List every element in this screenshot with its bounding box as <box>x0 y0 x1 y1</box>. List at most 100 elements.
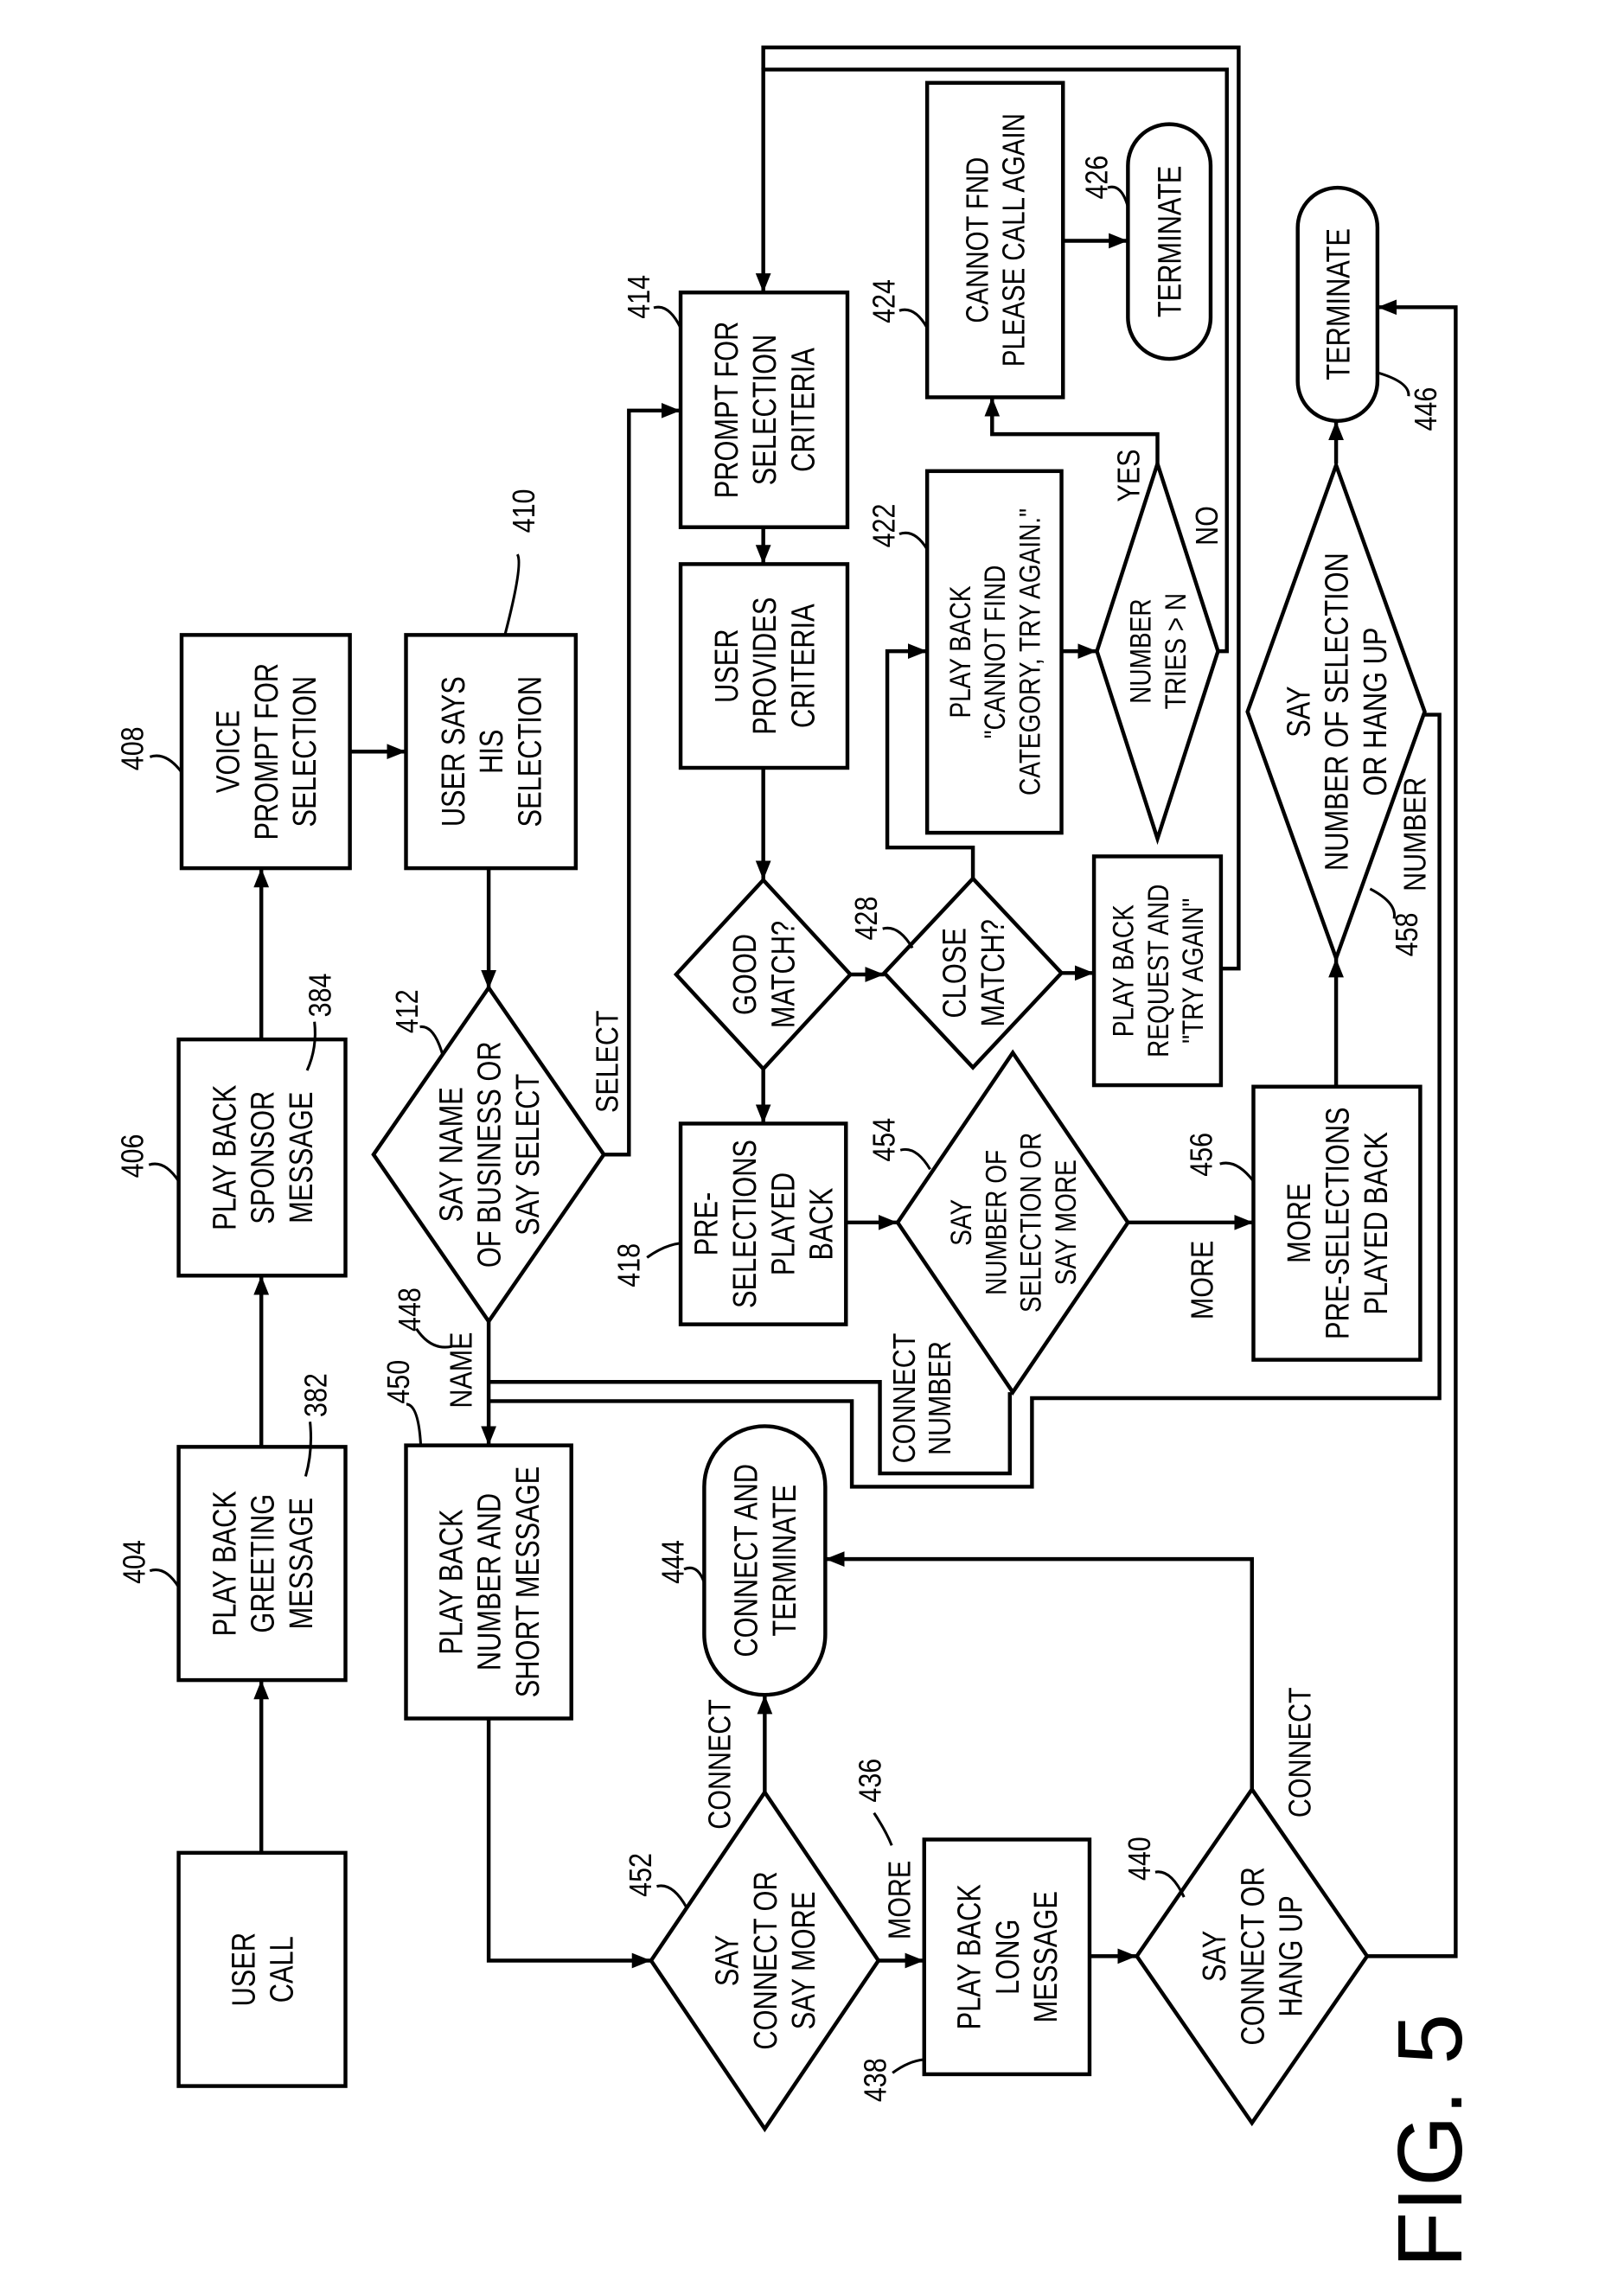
edge-label-name: NAME <box>444 1332 479 1409</box>
edge-label-yes: YES <box>1112 449 1147 501</box>
n428-decision-text-line: MATCH? <box>975 919 1012 1026</box>
n408-process-text-line: PROMPT FOR <box>249 663 285 840</box>
edge-label-more-454: MORE <box>1186 1241 1220 1319</box>
n458-decision-text-line: NUMBER OF SELECTION <box>1320 553 1356 871</box>
reference-number: 424 <box>867 279 902 323</box>
n452-decision-text-line: SAY MORE <box>786 1892 822 2030</box>
sub-reference-number: 382 <box>299 1373 334 1417</box>
n452-decision-text-line: CONNECT OR <box>748 1871 784 2049</box>
n450-process-text-line: PLAY BACK <box>434 1509 470 1654</box>
reference-leader <box>883 928 912 948</box>
request-process-text-line: "TRY AGAIN" <box>1176 898 1209 1044</box>
request-process-text-line: REQUEST AND <box>1141 885 1174 1057</box>
edge-label-select-line: SELECT <box>591 1010 625 1113</box>
n422-process-text-line: "CANNOT FIND <box>979 565 1012 739</box>
n424-process-text-line: CANNOT FND <box>960 157 994 323</box>
n412-decision-text-line: OF BUSINESS OR <box>472 1041 508 1268</box>
reference-leader <box>150 1570 178 1587</box>
n428-decision-text-line: CLOSE <box>937 928 974 1018</box>
edge-label-more-ref: 436 <box>854 1759 888 1803</box>
reference-number: 450 <box>382 1360 417 1404</box>
reference-leader <box>900 1149 930 1169</box>
n406-process-text-line: MESSAGE <box>284 1092 320 1223</box>
reference-leader <box>1220 1163 1254 1181</box>
edge-label-connect-440-line: CONNECT <box>1283 1687 1318 1817</box>
figure-label: FIG. 5 <box>1379 2014 1481 2268</box>
n454-decision-text-line: SAY MORE <box>1049 1159 1082 1285</box>
n414-process-text-line: SELECTION <box>747 335 783 485</box>
reference-number: 418 <box>612 1243 647 1287</box>
n404-process-text-line: PLAY BACK <box>208 1491 244 1636</box>
reference-number: 404 <box>118 1540 152 1584</box>
n424-process-box <box>927 83 1063 398</box>
reference-number: 422 <box>867 504 902 548</box>
n410-process-text-line: USER SAYS <box>436 676 472 827</box>
reference-number: 426 <box>1080 156 1115 200</box>
user-call-process-text-line: CALL <box>265 1936 301 2003</box>
edge-label-connect-number: CONNECTNUMBER <box>888 1333 958 1464</box>
n412-decision-text-line: SAY NAME <box>434 1087 470 1222</box>
edge-label-more-ref-line: 436 <box>854 1759 888 1803</box>
edge-label-more-452: MORE <box>883 1861 917 1939</box>
tries-decision-text-line: NUMBER <box>1124 598 1157 703</box>
n440-decision-text-line: CONNECT OR <box>1235 1867 1271 2045</box>
n406-process-text-line: SPONSOR <box>246 1091 282 1224</box>
n410-process-text-line: HIS <box>474 730 510 774</box>
good-decision-text-line: MATCH? <box>766 921 802 1028</box>
user-call-process-text-line: USER <box>227 1932 263 2007</box>
n454-decision-text-line: SAY <box>944 1199 977 1246</box>
n418-process-text-line: SELECTIONS <box>727 1140 764 1308</box>
n406-process-text-line: PLAY BACK <box>208 1085 244 1230</box>
edge-label-connect-number-line: CONNECT <box>888 1333 923 1464</box>
request-process-text-line: PLAY BACK <box>1107 904 1140 1037</box>
n440-decision-text-line: SAY <box>1197 1931 1233 1982</box>
n438-process-text-line: LONG <box>990 1920 1026 1995</box>
edge-label-connect-number-line: NUMBER <box>924 1341 958 1455</box>
reference-leader <box>647 1243 681 1258</box>
request-process-text: PLAY BACKREQUEST AND"TRY AGAIN" <box>1107 885 1210 1057</box>
edge-label-number-458: NUMBER <box>1398 777 1433 891</box>
n456-process-text-line: PRE-SELECTIONS <box>1320 1107 1357 1339</box>
n422-process-text-line: CATEGORY, TRY AGAIN." <box>1013 508 1046 795</box>
n446-terminator-text: TERMINATE <box>1320 228 1357 380</box>
edge-label-no-line: NO <box>1191 506 1225 546</box>
n438-process-text-line: MESSAGE <box>1028 1891 1065 2022</box>
n456-process-text-line: PLAYED BACK <box>1359 1132 1395 1315</box>
n450-process-text-line: NUMBER AND <box>472 1493 508 1671</box>
reference-leader <box>899 310 927 328</box>
n452-decision-text-line: SAY <box>710 1935 746 1986</box>
reference-number: 452 <box>624 1853 659 1897</box>
sub-reference-number: 384 <box>304 973 338 1017</box>
reference-number: 456 <box>1185 1133 1219 1177</box>
reference-leader <box>656 1886 686 1907</box>
n414-process-text-line: PROMPT FOR <box>709 322 745 499</box>
n450-process-text-line: SHORT MESSAGE <box>510 1466 547 1697</box>
flow-connector <box>825 1559 1251 1789</box>
n410-process-text-line: SELECTION <box>513 676 549 827</box>
reference-number: 444 <box>656 1540 691 1584</box>
reference-number: 414 <box>623 275 657 319</box>
n438-process-text-line: PLAY BACK <box>952 1884 988 2029</box>
n404-process-text-line: GREETING <box>246 1494 282 1633</box>
n426-terminator-text-line: TERMINATE <box>1153 166 1189 318</box>
n404-process-text-line: MESSAGE <box>284 1498 320 1629</box>
reference-leader <box>654 307 681 328</box>
edge-label-select: SELECT <box>591 1010 625 1113</box>
n408-process-text-line: VOICE <box>211 710 247 793</box>
n414-process-text: PROMPT FORSELECTIONCRITERIA <box>709 322 822 499</box>
n424-process-text-line: PLEASE CALL AGAIN <box>996 113 1031 367</box>
reference-leader <box>505 554 519 635</box>
provides-process-text-line: CRITERIA <box>786 604 822 728</box>
n418-process-text-line: PRE- <box>689 1192 726 1256</box>
n458-decision-text-line: SAY <box>1282 686 1318 737</box>
edge-label-name-ref: 448 <box>393 1287 428 1332</box>
edge-label-number-458-line: NUMBER <box>1398 777 1433 891</box>
n426-terminator-text: TERMINATE <box>1153 166 1189 318</box>
reference-leader <box>150 756 182 772</box>
reference-number: 428 <box>850 897 885 941</box>
reference-number: 446 <box>1410 387 1444 431</box>
reference-leader <box>406 1404 421 1446</box>
reference-number: 412 <box>391 989 425 1033</box>
edge-label-more-454-line: MORE <box>1186 1241 1220 1319</box>
reference-number: 406 <box>116 1134 150 1179</box>
